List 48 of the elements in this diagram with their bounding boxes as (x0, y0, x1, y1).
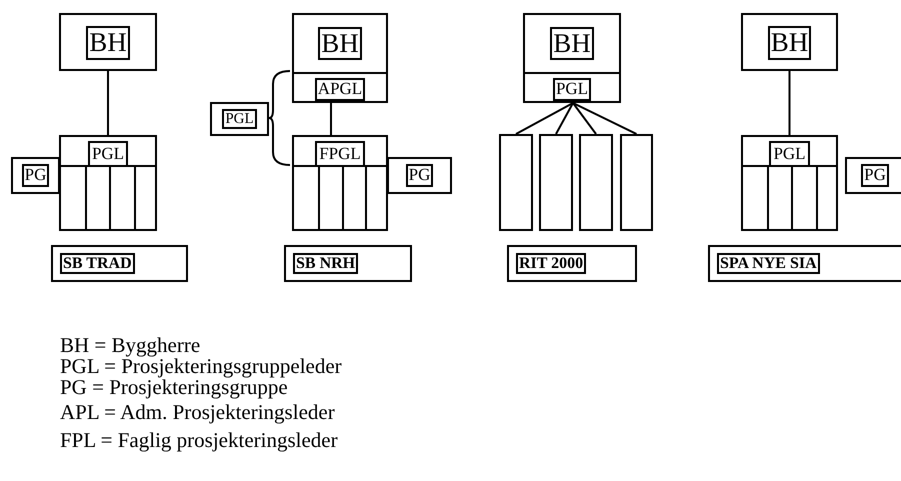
role-abbreviation: PGL (222, 108, 257, 130)
role-abbreviation: FPGL (315, 140, 365, 168)
role-abbreviation: BH (550, 26, 594, 60)
abbreviation-note: PG = Prosjekteringsgruppe (60, 377, 288, 398)
model-title-box (284, 245, 412, 282)
model-title-box (51, 245, 188, 282)
abbreviation-note: BH = Byggherre (60, 335, 200, 356)
client-box (741, 13, 838, 71)
abbreviation-note: APL = Adm. Prosjekteringsleder (60, 402, 335, 423)
connector-line (330, 103, 332, 135)
model-title-box (708, 245, 901, 282)
group-box (387, 157, 452, 194)
role-abbreviation: BH (318, 26, 362, 60)
connector-line (572, 102, 597, 135)
group-box (845, 157, 901, 194)
role-abbreviation: PGL (769, 140, 810, 168)
design-group-box (292, 135, 388, 231)
role-abbreviation: PG (861, 164, 889, 187)
design-group-box (741, 135, 838, 231)
model-name: SB TRAD (60, 252, 135, 274)
discipline-box (579, 134, 613, 231)
abbreviation-note: PGL = Prosjekteringsgruppeleder (60, 356, 342, 377)
model-title-box (507, 245, 637, 282)
discipline-box (499, 134, 533, 231)
client-box (292, 13, 388, 103)
role-abbreviation: APGL (314, 78, 366, 101)
connector-line (107, 71, 109, 135)
connector-line (516, 102, 574, 135)
group-box (11, 157, 60, 194)
role-abbreviation: PG (406, 164, 434, 187)
group-box (210, 102, 269, 136)
role-abbreviation: PGL (552, 78, 592, 101)
client-box (523, 13, 621, 103)
model-name: RIT 2000 (516, 252, 586, 274)
model-name: SPA NYE SIA (717, 252, 820, 274)
discipline-box (539, 134, 573, 231)
connector-line (555, 102, 574, 134)
connector-line (572, 102, 637, 135)
role-abbreviation: PGL (88, 140, 128, 168)
connector-line (788, 71, 790, 135)
client-box (59, 13, 157, 71)
role-abbreviation: BH (86, 26, 130, 60)
abbreviation-note: FPL = Faglig prosjekteringsleder (60, 430, 338, 451)
design-group-box (59, 135, 157, 231)
role-abbreviation: PG (22, 164, 50, 187)
discipline-box (620, 134, 653, 231)
role-abbreviation: BH (768, 26, 812, 60)
model-name: SB NRH (293, 252, 358, 274)
